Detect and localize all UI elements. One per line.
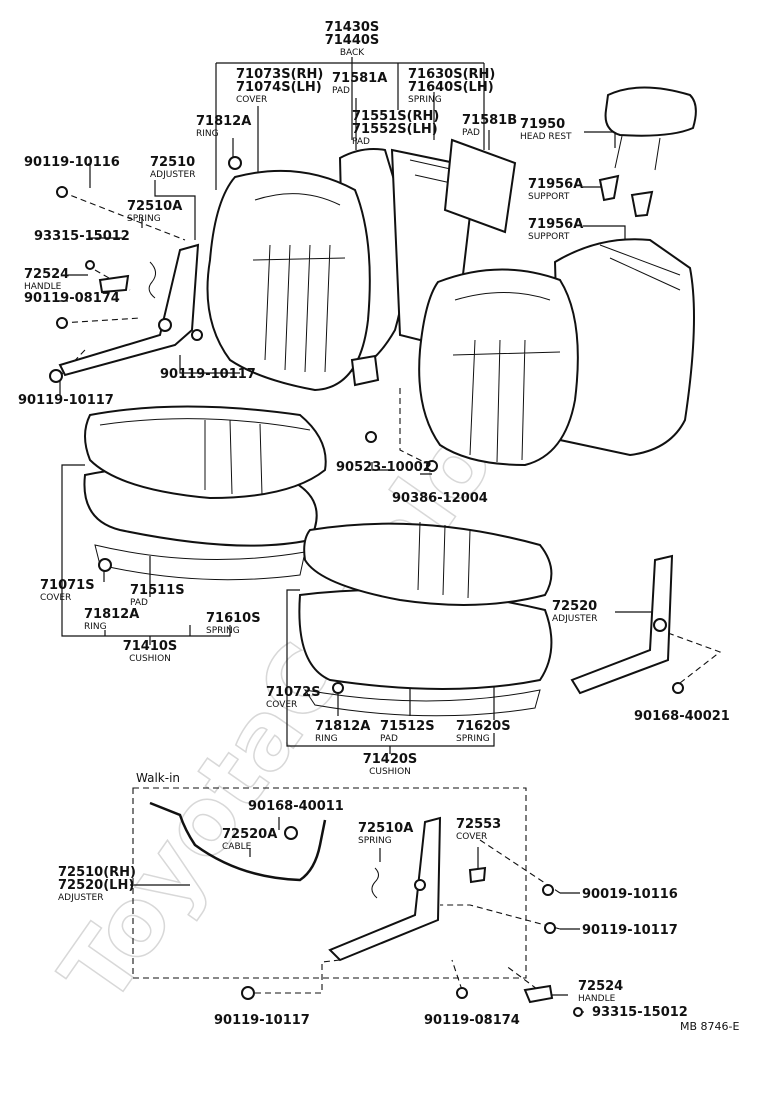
- part-name-spring_e: SPRING: [358, 836, 392, 846]
- part-number-bolt_g: 90019-10116: [582, 887, 678, 902]
- part-number-pad_b: 71581B: [462, 113, 517, 128]
- part-number-screw_a: 93315-15012: [34, 229, 130, 244]
- part-number-back: 71430S: [325, 20, 380, 35]
- part-number-back_spring: 71630S(RH): [408, 67, 495, 82]
- seat-back-right: [418, 238, 695, 467]
- part-number-bolt_b: 90119-08174: [24, 291, 120, 306]
- part-name-ring_top: RING: [196, 129, 219, 139]
- part-name-spring_a: SPRING: [127, 214, 161, 224]
- part-number-bolt_c: 90119-10117: [160, 367, 256, 382]
- part-number-bolt_f: 90168-40011: [248, 799, 344, 814]
- part-name-handle_b: HANDLE: [578, 994, 616, 1004]
- part-number-adjuster_b: 72520: [552, 599, 597, 614]
- part-number-bolt_j: 90119-08174: [424, 1013, 520, 1028]
- part-number-adjuster_a: 72510: [150, 155, 195, 170]
- part-name-cover_e: COVER: [456, 832, 487, 842]
- part-number-screw_b: 93315-15012: [592, 1005, 688, 1020]
- part-number-nut_b: 90386-12004: [392, 491, 488, 506]
- part-name-cable: CABLE: [222, 842, 252, 852]
- cushion-right: [298, 521, 553, 717]
- part-number-back_spring: 71640S(LH): [408, 80, 494, 95]
- part-name-spring_c: SPRING: [206, 626, 240, 636]
- part-number-cov_a: 71071S: [40, 578, 95, 593]
- part-name-pad_b: PAD: [462, 128, 480, 138]
- part-number-back_cover: 71073S(RH): [236, 67, 323, 82]
- part-name-support1: SUPPORT: [528, 192, 570, 202]
- hardware: [49, 156, 684, 694]
- part-number-ring_d: 71812A: [315, 719, 370, 734]
- part-name-cov_a: COVER: [40, 593, 71, 603]
- part-number-headrest: 71950: [520, 117, 565, 132]
- part-number-pad_inner: 71552S(LH): [352, 122, 438, 137]
- part-name-back_pad: PAD: [332, 86, 350, 96]
- part-number-bolt_i: 90119-10117: [214, 1013, 310, 1028]
- part-name-adjuster_c: ADJUSTER: [58, 893, 103, 903]
- part-number-handle_b: 72524: [578, 979, 623, 994]
- diagram-code: MB 8746-E: [680, 1020, 739, 1033]
- walk-in-parts: [149, 801, 583, 1017]
- part-number-support2: 71956A: [528, 217, 583, 232]
- part-number-pad_d: 71512S: [380, 719, 435, 734]
- part-name-cushion_a: CUSHION: [129, 654, 171, 664]
- part-number-ring_top: 71812A: [196, 114, 251, 129]
- part-number-spring_d: 71620S: [456, 719, 511, 734]
- cushion-left: [83, 405, 327, 581]
- part-name-support2: SUPPORT: [528, 232, 570, 242]
- part-number-pad_inner: 71551S(RH): [352, 109, 439, 124]
- part-name-adjuster_b: ADJUSTER: [552, 614, 597, 624]
- part-number-bolt_a: 90119-10116: [24, 155, 120, 170]
- part-name-pad_inner: PAD: [352, 137, 370, 147]
- part-number-cover_e: 72553: [456, 817, 501, 832]
- part-number-support1: 71956A: [528, 177, 583, 192]
- part-name-ring_c: RING: [84, 622, 107, 632]
- part-number-cushion_b: 71420S: [363, 752, 418, 767]
- part-name-back_spring: SPRING: [408, 95, 442, 105]
- part-number-bolt_h: 90119-10117: [582, 923, 678, 938]
- part-name-ring_d: RING: [315, 734, 338, 744]
- walk-in-box: [132, 787, 527, 979]
- part-name-back: BACK: [340, 48, 365, 58]
- part-name-spring_d: SPRING: [456, 734, 490, 744]
- part-number-cov_b: 71072S: [266, 685, 321, 700]
- part-number-cushion_a: 71410S: [123, 639, 178, 654]
- part-number-pad_c: 71511S: [130, 583, 185, 598]
- headrest: [598, 86, 697, 218]
- part-number-spring_e: 72510A: [358, 821, 413, 836]
- part-number-spring_c: 71610S: [206, 611, 261, 626]
- part-number-adjuster_c: 72510(RH): [58, 865, 136, 880]
- part-number-cable: 72520A: [222, 827, 277, 842]
- part-name-cushion_b: CUSHION: [369, 767, 411, 777]
- part-number-handle_a: 72524: [24, 267, 69, 282]
- part-name-handle_a: HANDLE: [24, 282, 62, 292]
- part-name-headrest: HEAD REST: [520, 132, 572, 142]
- part-name-back_cover: COVER: [236, 95, 267, 105]
- part-number-adjuster_c: 72520(LH): [58, 878, 134, 893]
- part-number-spring_a: 72510A: [127, 199, 182, 214]
- part-name-cov_b: COVER: [266, 700, 297, 710]
- walk-in-title: Walk-in: [136, 771, 180, 785]
- part-name-pad_c: PAD: [130, 598, 148, 608]
- part-number-back: 71440S: [325, 33, 380, 48]
- part-number-bolt_d: 90119-10117: [18, 393, 114, 408]
- part-number-bolt_e: 90168-40021: [634, 709, 730, 724]
- adjuster-left: [58, 243, 200, 377]
- adjuster-right: [570, 554, 674, 695]
- part-name-pad_d: PAD: [380, 734, 398, 744]
- part-name-adjuster_a: ADJUSTER: [150, 170, 195, 180]
- part-number-nut_a: 90523-10002: [336, 460, 432, 475]
- part-number-back_pad: 71581A: [332, 71, 387, 86]
- part-number-ring_c: 71812A: [84, 607, 139, 622]
- labels: 71430S71440SBACK71073S(RH)71074S(LH)COVE…: [18, 20, 730, 1028]
- part-number-back_cover: 71074S(LH): [236, 80, 322, 95]
